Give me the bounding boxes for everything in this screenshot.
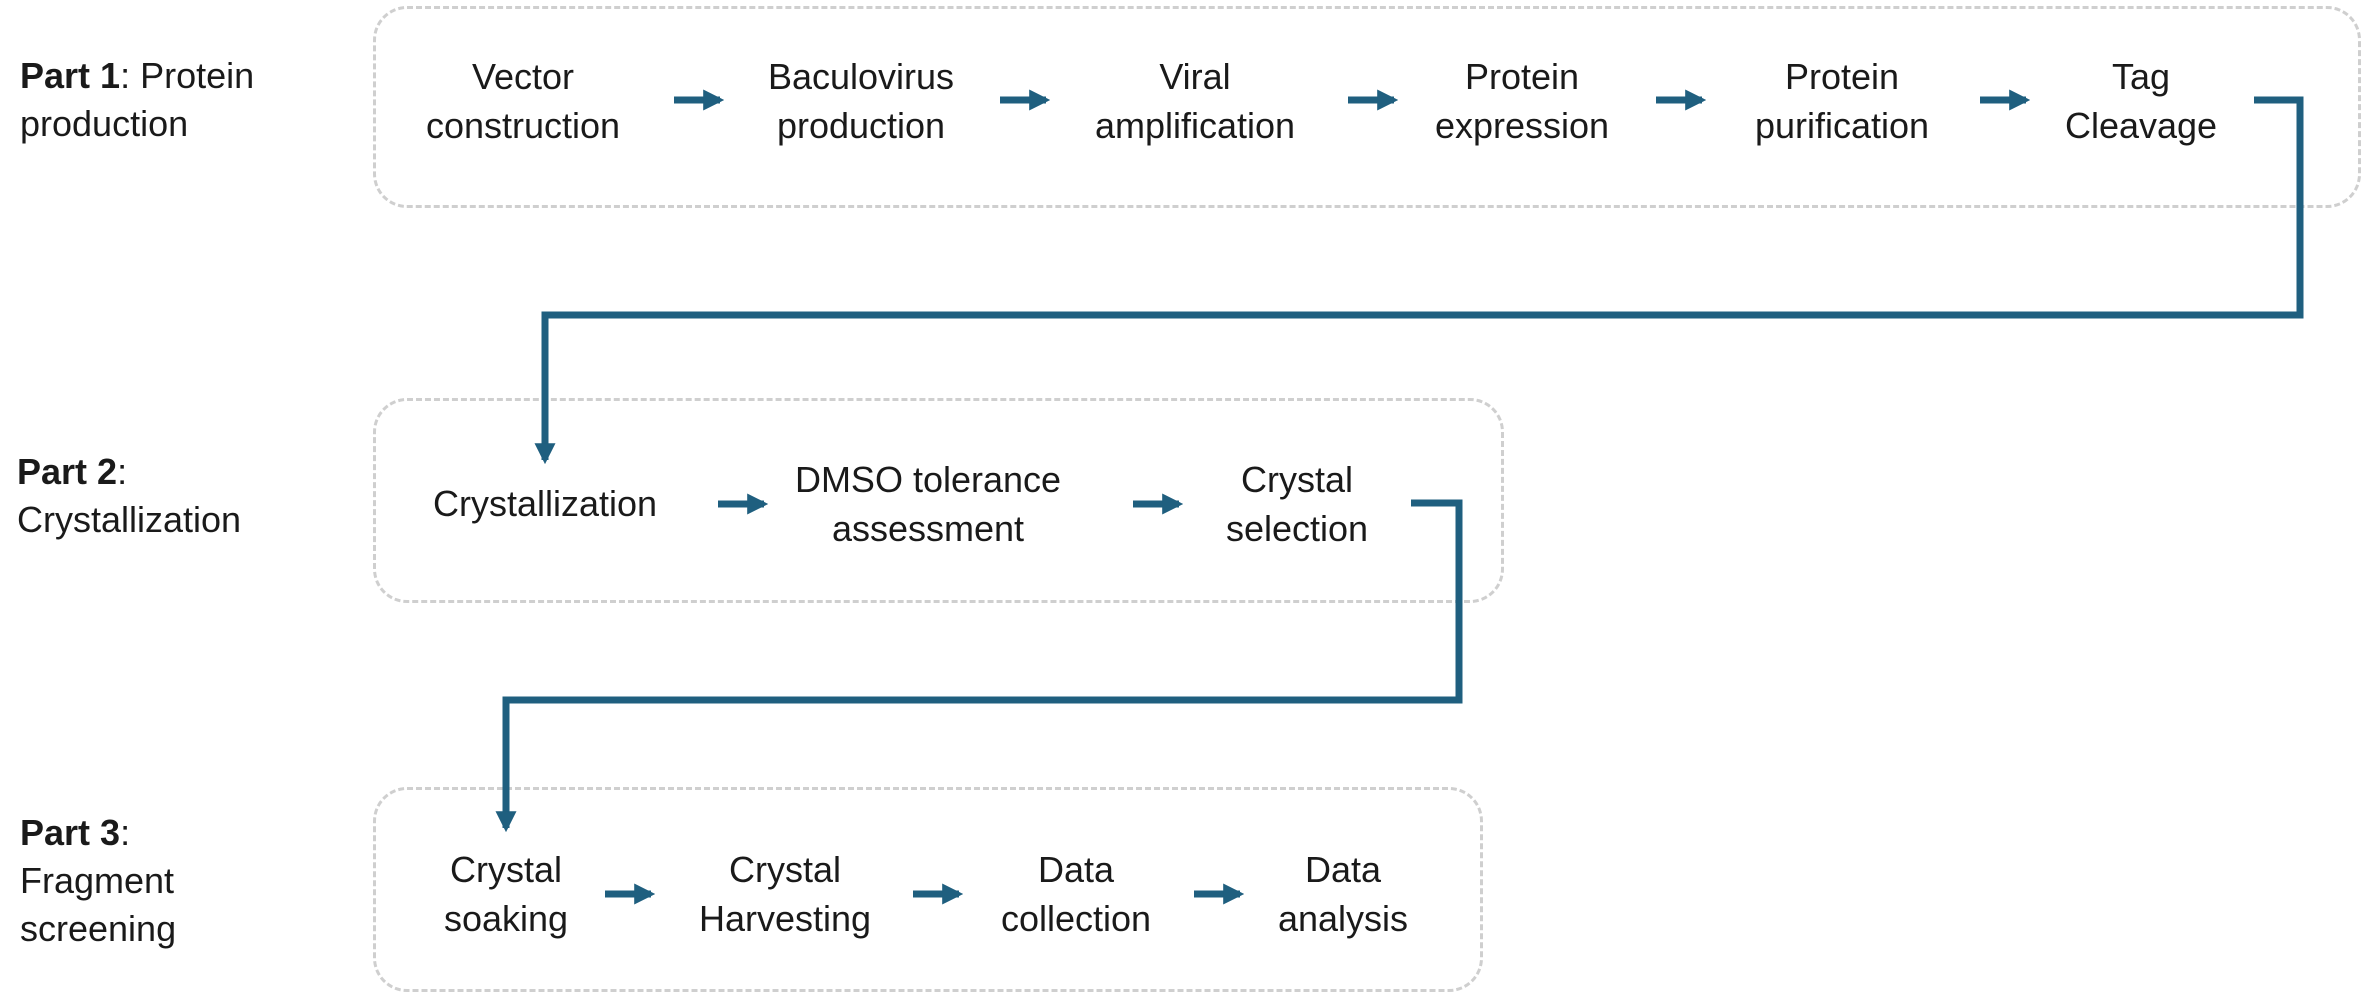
part-1-colon: : bbox=[120, 55, 131, 96]
part-3-label: Part 3: Fragment screening bbox=[20, 809, 176, 953]
step-line: purification bbox=[1754, 105, 1930, 146]
step-line: Crystal bbox=[449, 849, 562, 890]
step-line: Baculovirus bbox=[767, 56, 955, 97]
step-line: Protein bbox=[1464, 56, 1580, 97]
step-line: Protein bbox=[1784, 56, 1900, 97]
step-line: construction bbox=[425, 105, 621, 146]
part-3-title-line-3: screening bbox=[20, 908, 177, 949]
step-crystal-selection: Crystal selection bbox=[1226, 455, 1368, 553]
part-2-label: Part 2: Crystallization bbox=[17, 448, 241, 544]
step-line: Data bbox=[1304, 849, 1382, 890]
step-data-collection: Data collection bbox=[1001, 845, 1151, 943]
step-viral-amplification: Viral amplification bbox=[1095, 52, 1295, 150]
step-line: Harvesting bbox=[698, 898, 872, 939]
part-3-group-box bbox=[373, 787, 1483, 992]
step-line: amplification bbox=[1094, 105, 1296, 146]
step-crystallization: Crystallization bbox=[433, 479, 657, 528]
step-line: Crystal bbox=[1240, 459, 1353, 500]
step-data-analysis: Data analysis bbox=[1278, 845, 1408, 943]
connector-part2-to-part3 bbox=[495, 499, 1463, 833]
part-2-group-box bbox=[373, 398, 1504, 603]
step-protein-expression: Protein expression bbox=[1435, 52, 1609, 150]
part-1-title-line-2: production bbox=[20, 103, 189, 144]
step-line: Crystallization bbox=[432, 483, 658, 524]
step-vector-construction: Vector construction bbox=[426, 52, 620, 150]
step-crystal-soaking: Crystal soaking bbox=[444, 845, 568, 943]
part-1-title-line-1: Protein bbox=[130, 55, 255, 96]
step-protein-purification: Protein purification bbox=[1755, 52, 1929, 150]
step-line: expression bbox=[1434, 105, 1610, 146]
part-2-number: Part 2 bbox=[17, 451, 118, 492]
part-1-group-box bbox=[373, 6, 2361, 208]
step-line: Viral bbox=[1159, 56, 1231, 97]
step-line: Data bbox=[1037, 849, 1115, 890]
part-2-title-line-2: Crystallization bbox=[17, 499, 242, 540]
part-1-number: Part 1 bbox=[20, 55, 121, 96]
part-3-title-line-2: Fragment bbox=[20, 860, 175, 901]
step-line: DMSO tolerance bbox=[794, 459, 1062, 500]
step-crystal-harvesting: Crystal Harvesting bbox=[699, 845, 871, 943]
step-line: selection bbox=[1225, 508, 1369, 549]
step-line: analysis bbox=[1277, 898, 1409, 939]
step-line: Crystal bbox=[728, 849, 842, 890]
step-line: Cleavage bbox=[2064, 105, 2218, 146]
step-baculovirus-production: Baculovirus production bbox=[768, 52, 954, 150]
step-dmso-tolerance-assessment: DMSO tolerance assessment bbox=[795, 455, 1061, 553]
part-1-label: Part 1: Protein production bbox=[20, 52, 254, 148]
step-line: production bbox=[776, 105, 946, 146]
part-2-colon: : bbox=[117, 451, 128, 492]
part-3-number: Part 3 bbox=[20, 812, 121, 853]
step-line: Vector bbox=[471, 56, 575, 97]
step-tag-cleavage: Tag Cleavage bbox=[2065, 52, 2217, 150]
step-line: collection bbox=[1000, 898, 1152, 939]
step-line: assessment bbox=[831, 508, 1025, 549]
connector-part1-to-part2 bbox=[534, 96, 2304, 465]
part-3-colon: : bbox=[120, 812, 131, 853]
step-line: Tag bbox=[2111, 56, 2171, 97]
step-line: soaking bbox=[443, 898, 569, 939]
